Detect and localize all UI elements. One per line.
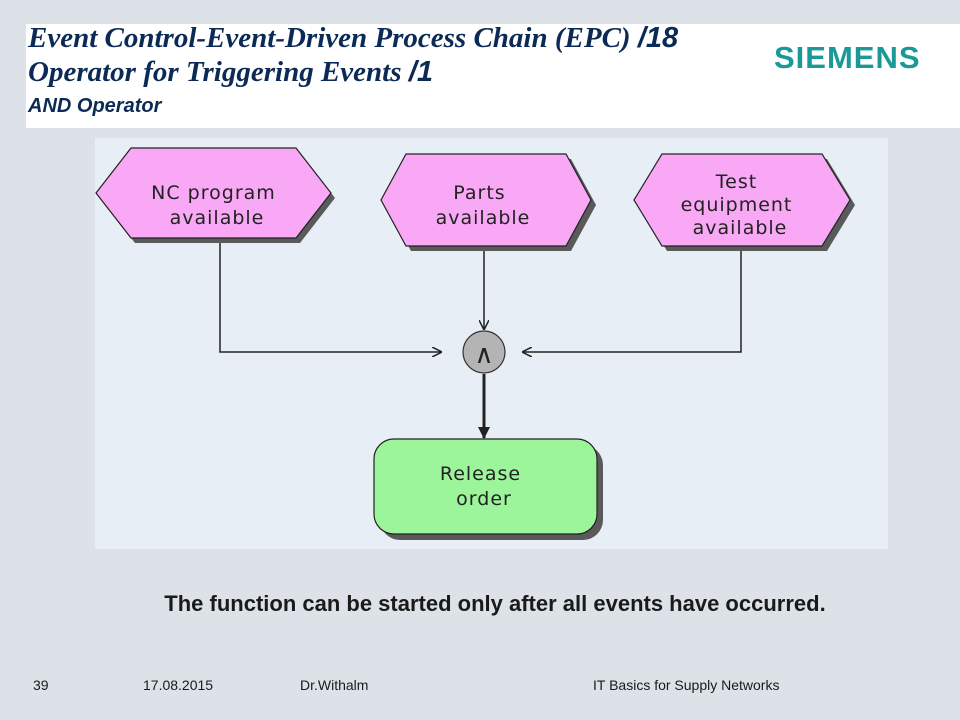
event-label: Parts available [436,182,531,229]
header-bar [26,24,960,128]
siemens-logo: SIEMENS [774,40,921,75]
connectors [219,236,742,439]
connector-event1-to-and [219,236,441,352]
footer-page-number: 39 [33,677,49,693]
event-label-line: available [436,207,531,229]
slide-title-number: /18 [637,22,679,54]
epc-diagram: NC program available Parts available Tes… [95,138,888,549]
slide-title-text: Event Control-Event-Driven Process Chain… [28,22,638,54]
event-label-line: available [170,207,265,229]
operator-title-number: /1 [408,56,433,88]
event-label-line: Test [715,171,757,193]
and-operator: ∧ [462,330,506,374]
function-release-order: Release order [373,438,603,540]
event-test-equipment-available: Test equipment available [633,153,855,251]
operator-title-text: Operator for Triggering Events [28,56,409,88]
slide-title: Event Control-Event-Driven Process Chain… [28,22,678,55]
event-label-line: equipment [681,194,793,216]
slide-subtitle: AND Operator [28,95,162,117]
event-label-line: NC program [151,182,276,204]
slide-subtitle-operator: Operator for Triggering Events /1 [28,56,433,89]
footer-course: IT Basics for Supply Networks [593,677,780,693]
event-label: NC program available [151,182,283,229]
slide-caption: The function can be started only after a… [164,591,826,616]
and-operator-symbol: ∧ [474,340,493,370]
epc-diagram-canvas: NC program available Parts available Tes… [95,147,855,540]
event-label-line: Parts [453,182,505,204]
footer-date: 17.08.2015 [143,677,214,693]
event-label-line: available [693,217,788,239]
function-label-line: Release [440,463,521,485]
event-nc-program-available: NC program available [95,147,335,243]
event-parts-available: Parts available [380,153,596,251]
function-label: Release order [440,463,528,510]
footer-author: Dr.Withalm [300,677,369,693]
connector-event3-to-and [523,236,742,352]
function-label-line: order [456,488,512,510]
event-label: Test equipment available [681,171,800,239]
